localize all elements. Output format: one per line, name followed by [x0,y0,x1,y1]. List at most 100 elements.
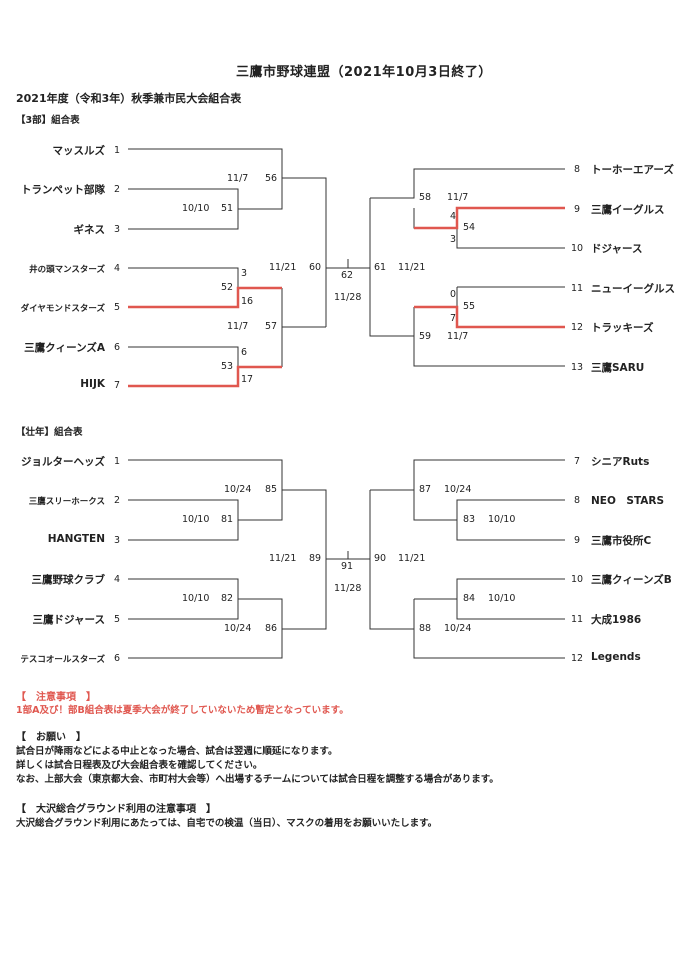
game-date: 10/10 [182,514,210,525]
team-name: HANGTEN [47,533,105,545]
team-name: 三鷹クィーンズA [24,342,105,354]
game-number: 85 [265,484,278,495]
game-date: 10/10 [182,593,210,604]
team-seed: 12 [571,322,584,333]
team-name: ニューイーグルス [591,283,675,295]
team-seed: 6 [114,653,121,664]
game-number: 58 [419,192,432,203]
team-seed: 9 [574,204,581,215]
caution-text: 1部A及び！部B組合表は夏季大会が終了していないため暫定となっています。 [16,705,349,716]
caution-heading: 【 注意事項 】 [16,692,96,703]
game-date: 11/7 [447,331,469,342]
team-name: 三鷹クィーンズB [591,574,672,586]
request-line: 試合日が降雨などによる中止となった場合、試合は翌週に順延になります。 [16,746,338,757]
game-number: 59 [419,331,432,342]
ground-heading: 【 大沢総合グラウンド利用の注意事項 】 [16,804,216,815]
team-seed: 3 [114,224,121,235]
game-date: 10/24 [224,484,252,495]
team-seed: 4 [114,263,121,274]
game-date: 11/28 [334,583,362,594]
request-line: 詳しくは試合日程表及び大会組合表を確認してください。 [16,760,263,771]
bracket3-label: 【3部】組合表 [16,115,80,126]
team-name: Legends [591,651,641,663]
game-date: 10/10 [488,514,516,525]
team-name: マッスルズ [52,145,106,157]
team-name: トラッキーズ [591,322,654,334]
game-date: 11/21 [398,262,426,273]
game-date: 11/21 [398,553,426,564]
ground-text: 大沢総合グラウンド利用にあたっては、自宅での検温（当日）、マスクの着用をお願いい… [16,818,438,829]
game-number: 88 [419,623,432,634]
score: 6 [241,347,248,358]
team-seed: 1 [114,145,121,156]
team-name: NEO STARS [591,495,665,507]
game-number: 52 [221,282,234,293]
game-date: 11/7 [227,321,249,332]
team-seed: 11 [571,614,584,625]
team-name: 大成1986 [591,614,642,626]
score: 4 [450,211,457,222]
score: 7 [450,313,457,324]
game-date: 10/10 [182,203,210,214]
team-seed: 10 [571,243,584,254]
team-seed: 8 [574,164,581,175]
game-number: 56 [265,173,278,184]
team-seed: 6 [114,342,121,353]
game-date: 10/24 [444,484,472,495]
team-name: ジョルターヘッズ [21,456,105,468]
game-number: 57 [265,321,278,332]
game-date: 10/10 [488,593,516,604]
game-number: 90 [374,553,387,564]
game-number: 62 [341,270,354,281]
game-date: 10/24 [444,623,472,634]
game-number: 61 [374,262,387,273]
game-date: 11/7 [227,173,249,184]
team-name: 三鷹ドジャース [32,614,105,626]
team-seed: 3 [114,535,121,546]
game-number: 60 [309,262,322,273]
game-number: 91 [341,561,354,572]
game-number: 82 [221,593,234,604]
game-number: 81 [221,514,234,525]
team-name: 三鷹イーグルス [591,204,665,216]
game-number: 87 [419,484,432,495]
game-date: 10/24 [224,623,252,634]
team-name: 三鷹野球クラブ [31,574,106,586]
team-name: HIJK [80,378,105,390]
team-name: トランペット部隊 [21,184,105,196]
team-name: ダイヤモンドスターズ [20,304,105,314]
game-number: 89 [309,553,322,564]
team-name: テスコオールスターズ [20,655,105,665]
team-seed: 5 [114,302,121,313]
team-seed: 10 [571,574,584,585]
team-seed: 12 [571,653,584,664]
page-title: 三鷹市野球連盟（2021年10月3日終了） [236,65,492,80]
game-number: 53 [221,361,234,372]
team-seed: 7 [114,380,121,391]
team-name: 三鷹スリーホークス [28,497,105,507]
game-date: 11/7 [447,192,469,203]
team-name: 三鷹SARU [591,362,645,374]
game-date: 11/28 [334,292,362,303]
team-seed: 2 [114,184,121,195]
team-name: ギネス [73,224,106,236]
game-number: 84 [463,593,476,604]
team-name: ドジャース [591,243,643,255]
team-name: 井の頭マンスターズ [29,265,105,275]
team-seed: 1 [114,456,121,467]
game-number: 51 [221,203,234,214]
team-seed: 5 [114,614,121,625]
page-subtitle: 2021年度（令和3年）秋季兼市民大会組合表 [16,92,242,105]
score: 17 [241,374,254,385]
score: 3 [241,268,248,279]
team-seed: 9 [574,535,581,546]
team-seed: 13 [571,362,584,373]
score: 0 [450,289,457,300]
game-number: 83 [463,514,476,525]
team-seed: 2 [114,495,121,506]
request-line: なお、上部大会（東京都大会、市町村大会等）へ出場するチームについては試合日程を調… [16,774,499,785]
team-seed: 4 [114,574,121,585]
game-date: 11/21 [269,262,297,273]
